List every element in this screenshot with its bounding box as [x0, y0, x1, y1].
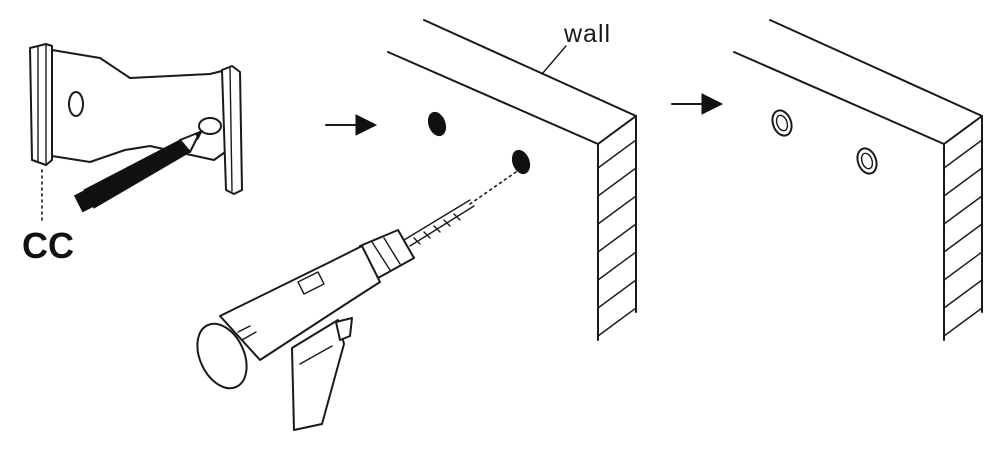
hole-icon	[511, 149, 531, 175]
step-insert-anchors	[733, 19, 983, 341]
arrow-right-icon	[671, 93, 724, 115]
drill-guide-line	[469, 171, 517, 205]
step-mark-holes: CC	[22, 43, 243, 266]
arrow-right-icon	[325, 114, 378, 136]
anchor-icon	[771, 109, 793, 137]
wall-label: wall	[563, 20, 611, 48]
step-drill-holes: wall	[196, 19, 637, 431]
drill-icon	[196, 199, 475, 431]
bracket-slot-left	[68, 91, 84, 117]
anchor-icon	[856, 147, 878, 175]
bracket-icon	[29, 43, 243, 195]
hole-icon	[427, 111, 447, 137]
wall-icon	[733, 19, 983, 341]
cc-label: CC	[22, 225, 74, 266]
pencil-icon	[73, 129, 204, 213]
wall-leader-line	[541, 45, 567, 75]
wall-icon	[387, 19, 637, 341]
bracket-slot-right	[198, 117, 222, 135]
